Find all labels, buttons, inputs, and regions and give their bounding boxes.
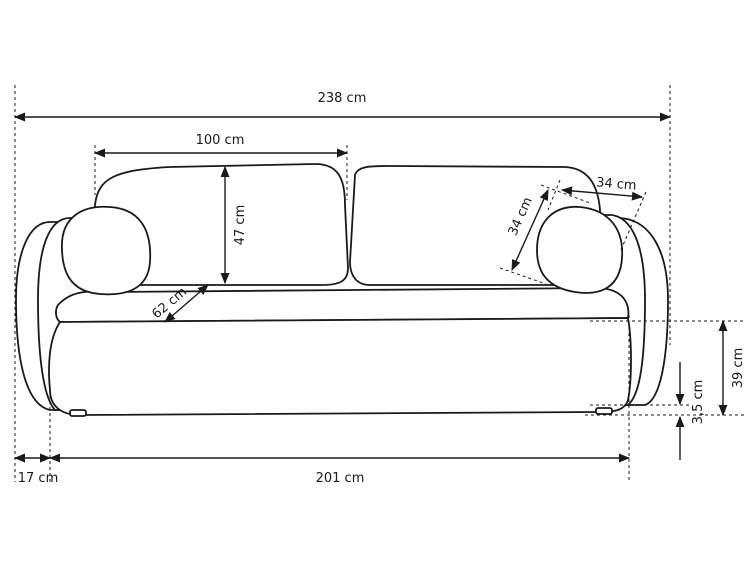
dimension-arrows xyxy=(13,112,728,463)
back-cushion-height-label: 47 cm xyxy=(233,205,248,246)
seat-height-label: 39 cm xyxy=(731,348,746,389)
seat-base xyxy=(48,317,632,416)
inner-width-label: 201 cm xyxy=(316,471,365,486)
sofa-drawing xyxy=(15,163,669,417)
pillow-right xyxy=(536,206,624,294)
seat-cushion xyxy=(55,287,630,323)
leg-right xyxy=(595,407,613,415)
back-cushion-width-label: 100 cm xyxy=(196,133,245,148)
pillow-width-label: 34 cm xyxy=(595,175,637,193)
arm-width-label: 17 cm xyxy=(18,471,59,486)
overall-width-label: 238 cm xyxy=(318,91,367,106)
pillow-left xyxy=(61,205,152,296)
leg-left xyxy=(69,409,87,417)
leg-height-label: 3,5 cm xyxy=(691,380,706,425)
